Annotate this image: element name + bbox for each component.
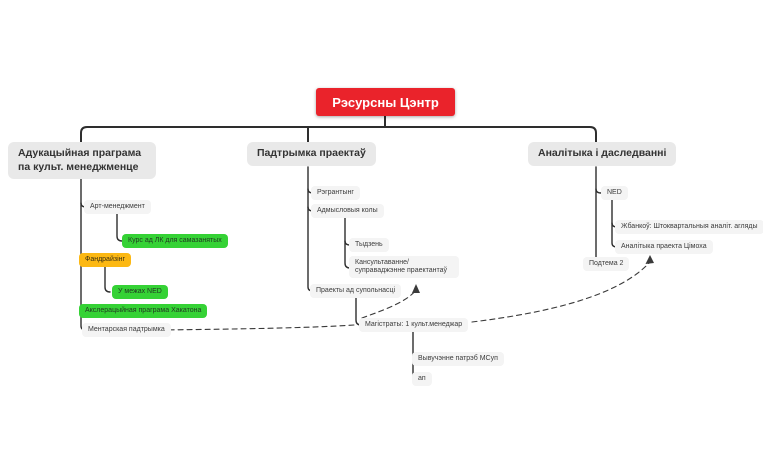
node-fundraising[interactable]: Фандрайзінг xyxy=(79,253,132,267)
link-mentar-to-magistraty xyxy=(159,324,355,331)
link-magistraty-to-tsimoha xyxy=(471,261,651,323)
branch-project-support[interactable]: Падтрымка праектаў xyxy=(247,142,376,166)
node-art-management[interactable]: Арт-менеджмент xyxy=(84,200,151,214)
link-magistraty-to-kansult xyxy=(361,289,417,319)
node-community-projects[interactable]: Праекты ад супольнасці xyxy=(310,284,402,298)
node-regranting[interactable]: Рэгрантынг xyxy=(311,186,360,200)
branch-analytics[interactable]: Аналітыка і даследванні xyxy=(528,142,677,166)
node-tsimoha-analytics[interactable]: Аналітыка праекта Цімоха xyxy=(615,240,713,254)
branch-education[interactable]: Адукацыйная праграма па культ. менеджмен… xyxy=(8,142,156,180)
node-subtopic-2[interactable]: Подтема 2 xyxy=(583,257,630,271)
node-special-circles[interactable]: Адмысловыя колы xyxy=(311,204,384,218)
node-ned[interactable]: NED xyxy=(601,186,628,200)
node-hackathon-acceleration[interactable]: Акслерацыйная праграма Хакатона xyxy=(79,304,208,318)
node-ap[interactable]: ап xyxy=(412,372,432,386)
node-consulting-support[interactable]: Кансультаванне/суправаджэнне праектантаў xyxy=(349,256,459,278)
dashed-links xyxy=(159,261,651,331)
node-needs-study[interactable]: Вывучэнне патрэб МСуп xyxy=(412,352,504,366)
node-mentor-support[interactable]: Ментарская падтрымка xyxy=(82,323,171,337)
root-node[interactable]: Рэсурсны Цэнтр xyxy=(316,88,455,116)
node-magistrates[interactable]: Магістраты: 1 культ.менеджар xyxy=(359,318,469,332)
node-within-ned[interactable]: У межах NED xyxy=(112,285,168,299)
node-week[interactable]: Тыдзень xyxy=(349,238,389,252)
node-zhbankou-reviews[interactable]: Жбанкоў: Штоквартальныя аналіт. агляды xyxy=(615,220,763,234)
link-arrowheads xyxy=(412,255,654,293)
node-course-lk[interactable]: Курс ад ЛК для самазанятых xyxy=(122,234,228,248)
solid-connectors xyxy=(80,115,597,143)
